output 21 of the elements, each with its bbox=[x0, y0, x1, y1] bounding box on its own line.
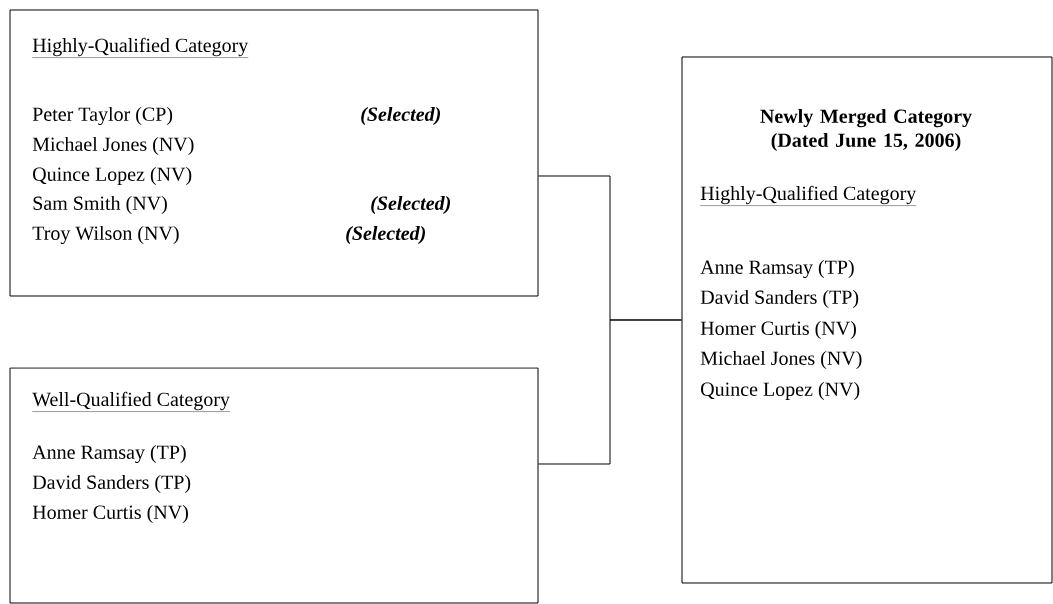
member-name: Quince Lopez (NV) bbox=[701, 381, 860, 401]
member-name: Anne Ramsay (TP) bbox=[700, 259, 854, 279]
category-heading: Well-Qualified Category bbox=[32, 391, 231, 412]
member-name: David Sanders (TP) bbox=[32, 474, 191, 494]
member-name: Anne Ramsay (TP) bbox=[32, 444, 186, 464]
member-name: Homer Curtis (NV) bbox=[32, 504, 188, 524]
member-name: Michael Jones (NV) bbox=[32, 136, 194, 156]
member-name: Troy Wilson (NV) bbox=[32, 225, 179, 245]
member-name: Peter Taylor (CP) bbox=[32, 106, 173, 126]
member-name: Homer Curtis (NV) bbox=[700, 320, 856, 340]
selected-tag: (Selected) bbox=[361, 106, 440, 126]
member-name: Sam Smith (NV) bbox=[33, 195, 167, 215]
member-name: Quince Lopez (NV) bbox=[33, 166, 192, 186]
selected-tag: (Selected) bbox=[371, 195, 450, 215]
category-heading: Highly-Qualified Category bbox=[700, 185, 917, 206]
connector bbox=[538, 319, 682, 465]
member-name: David Sanders (TP) bbox=[700, 289, 859, 309]
category-heading: Highly-Qualified Category bbox=[32, 37, 249, 58]
category-heading: Newly Merged Category (Dated June 15, 2006) bbox=[760, 108, 972, 152]
member-name: Michael Jones (NV) bbox=[700, 350, 862, 370]
selected-tag: (Selected) bbox=[346, 225, 425, 245]
